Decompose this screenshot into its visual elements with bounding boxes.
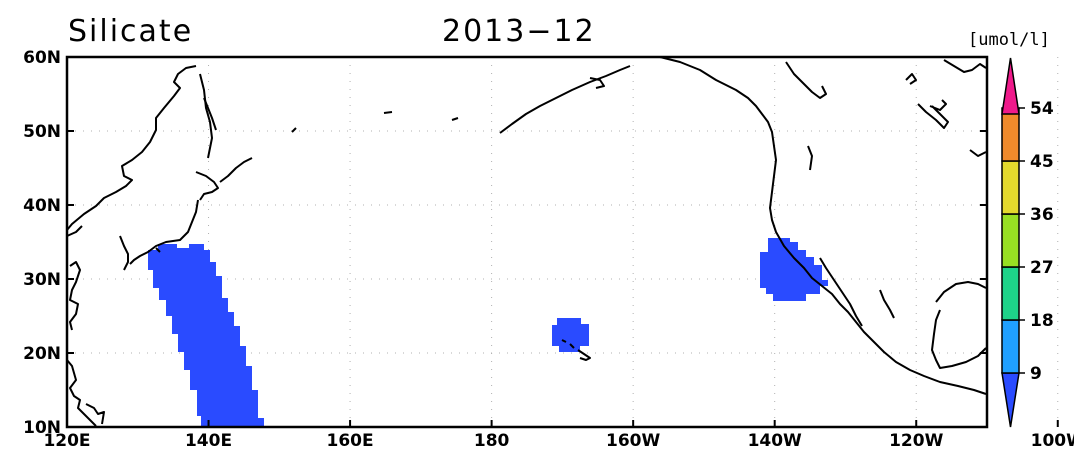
- y-tick-label: 40N: [23, 196, 61, 216]
- colorbar-label: 9: [1030, 364, 1042, 384]
- x-tick-label: 120W: [889, 431, 943, 451]
- region-hawaii-patch: [552, 318, 589, 352]
- coastline-hawaii-islands: [561, 339, 591, 361]
- y-tick-label: 30N: [23, 270, 61, 290]
- colorbar-segment: [1001, 266, 1020, 321]
- coastline-honshu: [129, 199, 199, 265]
- coastline-aleutians: [499, 65, 631, 134]
- x-axis: 120E 140E 160E 180 160W 140W 120W 100W: [43, 420, 1074, 451]
- y-tick-label: 20N: [23, 344, 61, 364]
- low-silicate-regions: [148, 238, 828, 427]
- x-tick-label: 160W: [606, 431, 660, 451]
- x-tick-label: 120E: [43, 431, 90, 451]
- colorbar-segment: [1001, 213, 1020, 268]
- coastline-kamchatka: [203, 97, 217, 131]
- region-western-pacific-band: [148, 244, 264, 427]
- x-tick-label: 180: [474, 431, 510, 451]
- x-tick-label: 140E: [185, 431, 232, 451]
- colorbar-label: 54: [1030, 99, 1054, 119]
- coastline-sakhalin: [199, 73, 213, 159]
- colorbar-label: 27: [1030, 258, 1054, 278]
- colorbar-segment: [1001, 107, 1020, 162]
- x-tick-label: 160E: [327, 431, 374, 451]
- colorbar-label: 45: [1030, 152, 1054, 172]
- y-tick-label: 60N: [23, 48, 61, 68]
- map-title-date: 2013−12: [442, 14, 596, 49]
- x-tick-label: 140W: [748, 431, 802, 451]
- colorbar-units: [umol/l]: [968, 30, 1050, 50]
- region-california-patch: [760, 238, 828, 301]
- coastline-kuril: [219, 157, 253, 183]
- colorbar-label: 36: [1030, 205, 1054, 225]
- coastline-arctic-islands: [589, 73, 949, 129]
- colorbar: 9 18 27 36 45 54: [1001, 57, 1054, 428]
- colorbar-segment: [1001, 160, 1020, 215]
- y-tick-label: 50N: [23, 122, 61, 142]
- colorbar-segment: [1001, 319, 1020, 374]
- colorbar-max-triangle: [1001, 57, 1020, 115]
- map-title-variable: Silicate: [68, 14, 194, 49]
- map-frame: [65, 55, 989, 429]
- coastline-commander-islands: [291, 111, 459, 133]
- coastline-asia: [66, 65, 197, 427]
- y-axis: 10N 20N 30N 40N 50N 60N: [23, 48, 987, 438]
- colorbar-label: 18: [1030, 311, 1054, 331]
- coastline-north-america: [659, 56, 987, 395]
- x-tick-label: 100W: [1031, 431, 1074, 451]
- coastline-hokkaido: [195, 171, 219, 201]
- y-tick-label: 10N: [23, 418, 61, 438]
- coastlines: [66, 56, 987, 427]
- colorbar-min-triangle: [1001, 372, 1020, 428]
